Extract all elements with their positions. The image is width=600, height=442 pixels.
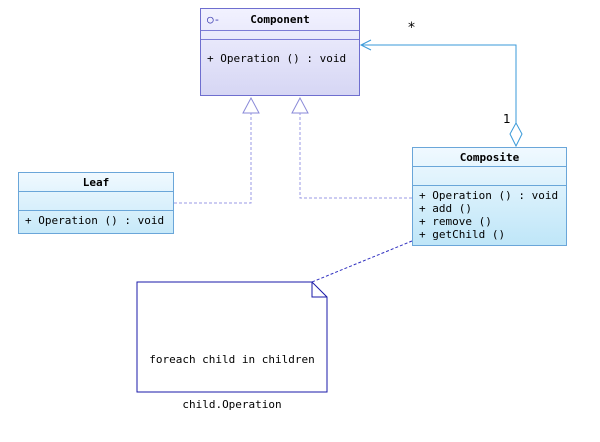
composite-class-name: Composite bbox=[459, 151, 520, 164]
leaf-operation: + Operation () : void bbox=[25, 214, 165, 227]
composite-operation: + remove () bbox=[419, 215, 492, 228]
note[interactable]: foreach child in children child.Operatio… bbox=[137, 282, 327, 411]
interface-lollipop-icon: ○- bbox=[207, 13, 221, 26]
composite-attributes-section bbox=[413, 167, 566, 186]
leaf-attributes-section bbox=[19, 192, 173, 211]
composite-operation: + Operation () : void bbox=[419, 189, 559, 202]
diagram-canvas bbox=[136, 39, 523, 393]
leaf-operations-section: + Operation () : void bbox=[19, 211, 173, 227]
component-attributes-section bbox=[201, 31, 359, 40]
composite-class[interactable]: Composite + Operation () : void + add ()… bbox=[412, 147, 567, 246]
note-text: foreach child in children child.Operatio… bbox=[137, 322, 327, 442]
note-fold bbox=[311, 282, 327, 298]
composite-operation: + add () bbox=[419, 202, 472, 215]
composite-operation: + getChild () bbox=[419, 228, 506, 241]
multiplicity-one-label: 1 bbox=[503, 112, 511, 126]
leaf-class-header: Leaf bbox=[19, 173, 173, 192]
note-shape bbox=[136, 281, 328, 393]
note-line: child.Operation bbox=[182, 398, 282, 411]
component-class-name: Component bbox=[250, 13, 310, 26]
multiplicity-many-label: * bbox=[408, 20, 415, 36]
composite-class-header: Composite bbox=[413, 148, 566, 167]
composite-operations-section: + Operation () : void + add () + remove … bbox=[413, 186, 566, 241]
leaf-inheritance-arrowhead bbox=[242, 96, 260, 114]
leaf-inheritance-line bbox=[174, 113, 252, 204]
leaf-class-name: Leaf bbox=[82, 176, 110, 189]
composite-inheritance-line bbox=[299, 113, 412, 199]
leaf-class[interactable]: Leaf + Operation () : void bbox=[18, 172, 174, 234]
composite-inheritance-arrowhead bbox=[291, 96, 309, 114]
component-class-header: ○- Component bbox=[201, 9, 359, 31]
aggregation-line bbox=[361, 44, 517, 123]
component-operations-section: + Operation () : void bbox=[201, 40, 359, 65]
note-anchor-line bbox=[311, 240, 413, 283]
aggregation-open-arrowhead bbox=[359, 39, 372, 51]
component-operation: + Operation () : void bbox=[207, 52, 347, 65]
note-line: foreach child in children bbox=[149, 353, 315, 366]
component-class[interactable]: ○- Component + Operation () : void bbox=[200, 8, 360, 96]
aggregation-diamond bbox=[509, 121, 523, 148]
